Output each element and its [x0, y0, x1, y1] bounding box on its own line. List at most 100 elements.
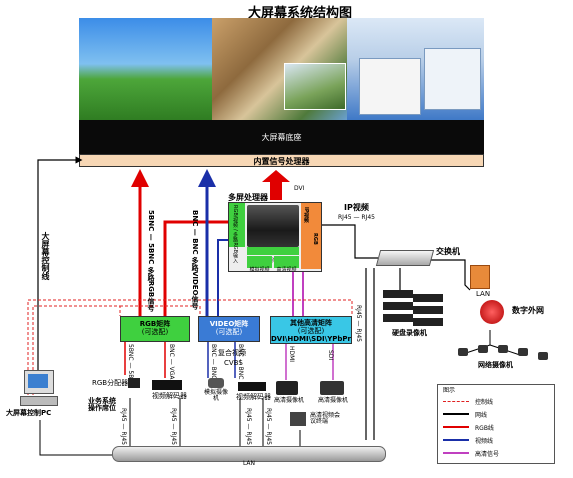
processor-chassis [247, 205, 299, 247]
rgb-matrix-title: RGB矩阵 [139, 320, 171, 328]
rj45-top-label: RJ45 — RJ45 [338, 214, 375, 221]
operator-seat-label: 业务系统 操作席位 [88, 397, 116, 412]
legend-swatch [443, 426, 469, 428]
control-dashed-line-3 [120, 305, 201, 316]
legend-item: 网线 [443, 408, 549, 420]
video-matrix-title: VIDEO矩阵 [209, 320, 249, 328]
cable-bnc-label-2: BNC — BNC [237, 344, 244, 380]
video-decoder-2-device [238, 382, 266, 391]
wall-panel-app-window-2 [424, 48, 481, 110]
analog-camera-device [208, 378, 224, 388]
multi-processor: RGB/视频 / 多路RGB输入 IP视频 RGB 视频输入 模拟视频 高清视频 [228, 202, 322, 273]
legend-label: 高清信号 [475, 450, 500, 458]
processor-green-col-label: RGB/视频 / 多路RGB输入 [232, 205, 238, 264]
control-pc-screen [28, 374, 48, 388]
processor-bottom-right-label: 高清视频 [276, 267, 297, 273]
legend-swatch [443, 452, 469, 454]
control-pc-label: 大屏幕控制PC [6, 409, 52, 417]
legend-label: 控制线 [475, 398, 494, 406]
dvr-unit [383, 290, 413, 298]
processor-bottom-left-label: 模拟视频 [249, 267, 270, 273]
lan-label: LAN [476, 290, 491, 298]
legend-item: 高清信号 [443, 447, 549, 459]
cvbs-label: CVBS [224, 359, 243, 367]
rgb-signal-label: 5BNC — 5BNC 多路RGB信号 [147, 210, 155, 312]
dvr-stack [383, 290, 443, 326]
legend-swatch [443, 439, 469, 441]
lan-server-icon [470, 265, 490, 289]
hd-matrix-title: 其他高清矩阵 [290, 319, 332, 327]
hd-camera-device [276, 381, 298, 395]
dvi-label: DVI [294, 185, 305, 192]
switch-label: 交换机 [436, 247, 460, 256]
rj45-cable-label-2: RJ45 — RJ45 [170, 408, 177, 445]
video-wall-screen [79, 18, 484, 120]
wall-panel-photo-inset [284, 63, 346, 110]
processor-ip-label: IP视频 [303, 207, 309, 223]
legend-label: 视频线 [475, 437, 494, 445]
rj45-cable-label-1: RJ45 — RJ45 [120, 408, 127, 445]
built-in-processor-label: 内置信号处理器 [253, 157, 310, 166]
hd-matrix-types: DVI\HDMI\SDI\YPbPr [271, 335, 351, 344]
legend-item: 视频线 [443, 434, 549, 446]
cable-5bnc-label: 5BNC — 5BNC [127, 344, 134, 388]
cable-sdi-label: SDI [327, 350, 334, 361]
ip-camera-icon [458, 348, 468, 356]
hd-matrix-sub: (可选配) [297, 327, 325, 336]
page-title: 大屏幕系统结构图 [247, 6, 352, 21]
ip-camera-icon [538, 352, 548, 360]
ip-camera-label: 网络摄像机 [478, 361, 513, 369]
ip-video-line [318, 224, 378, 259]
cable-hdmi-label: HDMI [288, 346, 295, 363]
legend: 图示 控制线网线 RGB线视频线高清信号 [437, 384, 555, 464]
legend-swatch [443, 413, 469, 415]
control-pc-keyboard [20, 396, 58, 406]
rj45-cable-label-3: RJ45 — RJ45 [245, 408, 252, 445]
legend-items: 控制线网线 RGB线视频线高清信号 [443, 395, 549, 459]
control-dashed-line-1 [27, 299, 353, 395]
hd-camera-label-2: 高清摄像机 [318, 397, 349, 404]
dvr-unit [413, 318, 443, 326]
dvr-unit [383, 314, 413, 322]
hd-terminal-label: 高清视频会议终端 [310, 412, 341, 425]
video-decoder-2-label: 视频解码器 [236, 393, 271, 401]
control-dashed-line-2 [32, 305, 121, 395]
cable-bnc-label: BNC — BNC [210, 344, 217, 380]
legend-title: 图示 [443, 387, 456, 394]
dvr-label: 硬盘录像机 [392, 329, 427, 337]
rgb-matrix-sub: (可选配) [141, 328, 169, 337]
video-decoder-1-label: 视频解码器 [152, 392, 187, 400]
video-matrix-sub: (可选配) [215, 328, 243, 337]
legend-item: 控制线 [443, 395, 549, 407]
ip-video-label: IP视频 [344, 203, 369, 212]
composite-video-label: 复合视频 [218, 349, 246, 357]
ip-camera-icon [518, 348, 528, 356]
multi-processor-title: 多屏处理器 [228, 193, 268, 202]
analog-camera-label: 模拟摄像机 [204, 389, 229, 402]
processor-orange-panel [301, 203, 321, 269]
legend-label: RGB线 [475, 424, 494, 432]
rj45-cable-label-4: RJ45 — RJ45 [265, 408, 272, 445]
processor-bottom-right: 高清视频 [274, 256, 299, 273]
control-line-label: 大屏幕控制线 [41, 232, 50, 280]
processor-rgb-label: RGB [312, 233, 318, 245]
video-decoder-device [152, 380, 182, 390]
rgb-to-processor-line [163, 220, 250, 318]
network-switch [375, 250, 435, 266]
built-in-processor-bar: 内置信号处理器 [79, 154, 484, 167]
rj45-vertical-label: RJ45 — RJ45 [355, 305, 362, 342]
processor-mid-label: 视频输入 [262, 258, 283, 264]
video-matrix: VIDEO矩阵 (可选配) [198, 316, 260, 342]
processor-green-col [229, 203, 245, 247]
switch-to-lan-line [430, 259, 471, 291]
router-icon [480, 300, 504, 324]
dvr-unit [413, 306, 443, 314]
digital-network-label: 数字外网 [512, 306, 544, 315]
processor-mid-bar: 视频输入 [247, 247, 299, 264]
wall-base: 大屏幕底座 [79, 120, 484, 154]
rgb-splitter-label: RGB分配器 [92, 379, 129, 387]
wall-panel-desktop [79, 18, 212, 120]
hd-terminal-device [290, 412, 306, 426]
